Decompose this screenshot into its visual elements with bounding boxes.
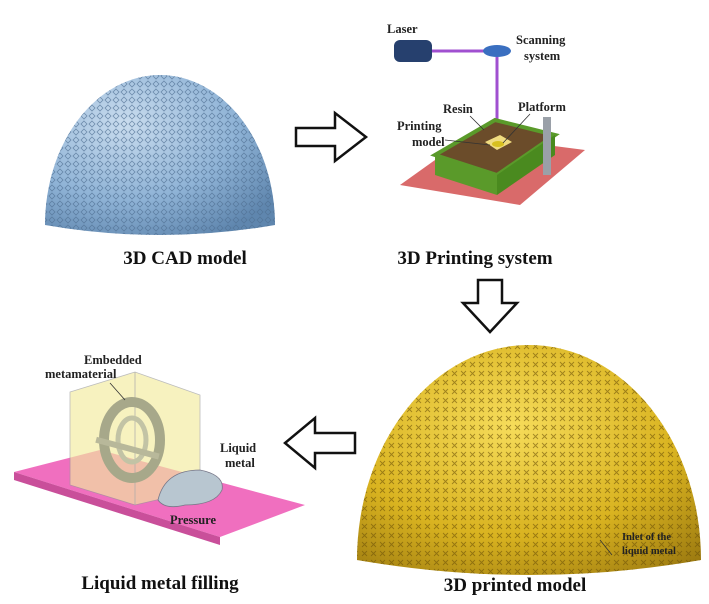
caption-printed-model: 3D printed model — [444, 575, 587, 596]
label-liquid: Liquid — [220, 441, 256, 455]
label-metamaterial: metamaterial — [45, 367, 117, 381]
caption-printing-system: 3D Printing system — [397, 248, 552, 269]
label-inlet-2: liquid metal — [622, 546, 676, 557]
printing-system-illustration — [394, 40, 585, 205]
printed-dome-model — [357, 345, 701, 575]
arrow-down-icon — [460, 278, 520, 334]
cad-dome-model — [45, 75, 275, 235]
label-resin: Resin — [443, 102, 473, 116]
label-system: system — [524, 49, 561, 63]
arrow-left-icon — [283, 415, 357, 471]
label-laser: Laser — [387, 22, 418, 36]
label-inlet-1: Inlet of the — [622, 532, 671, 543]
arrow-right-icon — [294, 110, 369, 164]
liquid-metal-filling-illustration — [14, 371, 305, 545]
label-scanning: Scanning — [516, 33, 566, 47]
caption-cad-model: 3D CAD model — [123, 248, 247, 269]
label-pressure: Pressure — [170, 513, 217, 527]
label-embedded: Embedded — [84, 353, 142, 367]
caption-liquid-metal-filling: Liquid metal filling — [81, 573, 239, 594]
label-platform: Platform — [518, 100, 566, 114]
label-model: model — [412, 135, 445, 149]
label-metal: metal — [225, 456, 255, 470]
label-printing: Printing — [397, 119, 442, 133]
